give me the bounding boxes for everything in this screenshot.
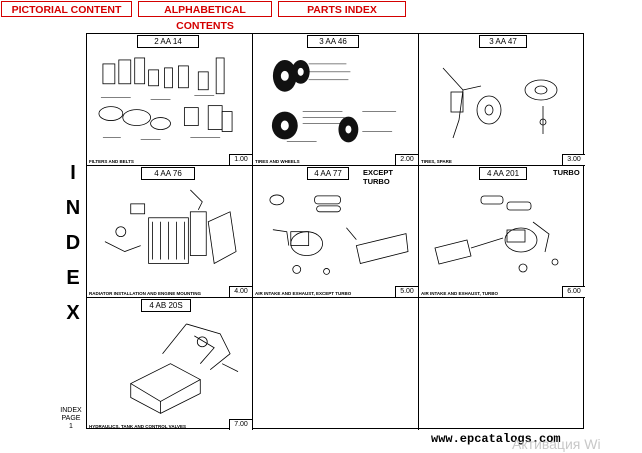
cell-caption: TIRES AND WHEELS [255, 159, 300, 164]
footer-url[interactable]: www.epcatalogs.com [431, 432, 561, 446]
index-page-label: INDEX PAGE 1 [58, 407, 84, 431]
air-intake-illustration [269, 194, 409, 275]
index-page-number: 1 [69, 423, 73, 430]
variant-label: TURBO [553, 168, 580, 177]
index-page-line: PAGE [61, 415, 81, 422]
page-number: 1.00 [229, 154, 252, 165]
tab-parts-index[interactable]: PARTS INDEX [278, 1, 406, 17]
tires-wheels-illustration [271, 59, 397, 143]
group-code: 4 AA 201 [479, 167, 527, 180]
group-code: 2 AA 14 [137, 35, 199, 48]
pictorial-index-grid: 2 AA 14 FILTERS AND BELTS 1.00 3 AA 46 [86, 33, 585, 430]
page-number: 3.00 [562, 154, 585, 165]
index-cell-air-intake-turbo[interactable]: 4 AA 201 TURBO AIR INTAKE AND EXHAUST, T… [419, 166, 585, 298]
cell-caption: TIRES, SPARE [421, 159, 452, 164]
index-cell-radiator[interactable]: 4 AA 76 RADIATOR INSTALLATION AND ENGINE… [87, 166, 253, 298]
page-number: 5.00 [395, 286, 418, 297]
filters-belts-illustration [98, 57, 233, 140]
cell-caption: FILTERS AND BELTS [89, 159, 134, 164]
cell-caption: AIR INTAKE AND EXHAUST, EXCEPT TURBO [255, 291, 352, 296]
index-letter: D [65, 232, 81, 254]
turbo-intake-illustration [434, 195, 559, 273]
index-letter: X [66, 302, 80, 324]
hydraulics-illustration [129, 323, 239, 415]
group-code: 4 AB 20S [141, 299, 191, 312]
index-cell-tires-wheels[interactable]: 3 AA 46 TIRES AND WHEELS 2.00 [253, 34, 419, 166]
page-number: 4.00 [229, 286, 252, 297]
page-number: 7.00 [229, 419, 252, 430]
variant-label: EXCEPT TURBO [363, 168, 394, 186]
index-letter: I [70, 162, 76, 184]
cell-caption: RADIATOR INSTALLATION AND ENGINE MOUNTIN… [89, 291, 201, 296]
index-page-line: INDEX [60, 407, 82, 414]
radiator-illustration [104, 189, 237, 265]
tab-pictorial-content[interactable]: PICTORIAL CONTENT [1, 1, 132, 17]
index-letter: N [65, 197, 81, 219]
activation-watermark: Активация Wi [512, 436, 601, 452]
index-cell-filters-belts[interactable]: 2 AA 14 FILTERS AND BELTS 1.00 [87, 34, 253, 166]
cell-caption: AIR INTAKE AND EXHAUST, TURBO [421, 291, 499, 296]
index-letter: E [66, 267, 80, 289]
group-code: 3 AA 46 [307, 35, 359, 48]
index-cell-empty [419, 298, 585, 430]
group-code: 4 AA 77 [307, 167, 349, 180]
index-cell-hydraulics[interactable]: 4 AB 20S HYDRAULICS, TANK AND CONTROL VA… [87, 298, 253, 430]
spare-tire-illustration [442, 67, 558, 139]
group-code: 3 AA 47 [479, 35, 527, 48]
index-cell-air-intake-except-turbo[interactable]: 4 AA 77 EXCEPT TURBO AIR INTAKE AND EXHA… [253, 166, 419, 298]
tab-alphabetical-contents[interactable]: ALPHABETICAL CONTENTS [138, 1, 272, 32]
index-cell-empty [253, 298, 419, 430]
cell-caption: HYDRAULICS, TANK AND CONTROL VALVES [89, 424, 187, 429]
group-code: 4 AA 76 [141, 167, 195, 180]
page-number: 6.00 [562, 286, 585, 297]
page-number: 2.00 [395, 154, 418, 165]
index-cell-tires-spare[interactable]: 3 AA 47 TIRES, SPARE 3.00 [419, 34, 585, 166]
